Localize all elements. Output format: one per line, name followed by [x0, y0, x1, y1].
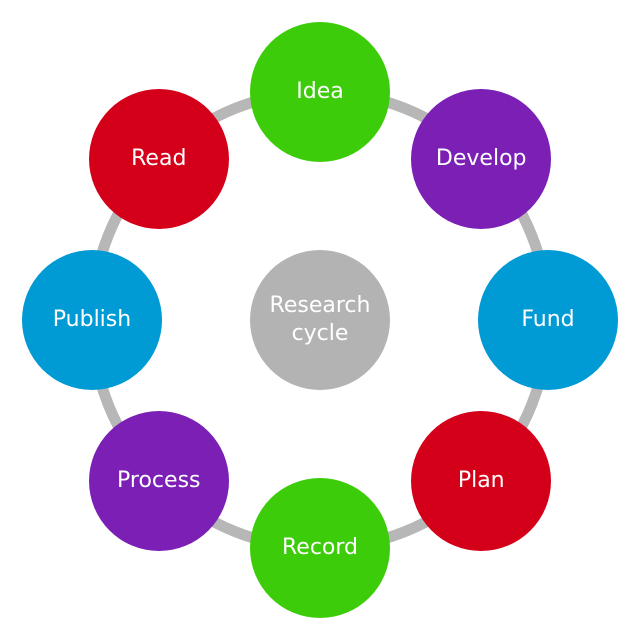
cycle-node-fund: Fund: [478, 250, 618, 390]
center-label-line1: Research: [269, 293, 371, 318]
cycle-node-publish: Publish: [22, 250, 162, 390]
cycle-node-process: Process: [88, 411, 229, 552]
cycle-node-record: Record: [250, 478, 390, 618]
center-node-research-cycle: Research cycle: [250, 250, 390, 390]
cycle-node-label: Publish: [52, 307, 132, 332]
cycle-node-label: Record: [281, 535, 358, 560]
cycle-node-label: Read: [131, 145, 187, 171]
center-label-line2: cycle: [291, 321, 349, 346]
cycle-node-read: Read: [88, 88, 229, 229]
cycle-node-label: Develop: [435, 145, 527, 171]
cycle-node-label: Idea: [296, 79, 344, 104]
cycle-node-idea: Idea: [250, 22, 390, 162]
cycle-node-label: Plan: [457, 468, 505, 494]
cycle-node-label: Fund: [521, 307, 575, 332]
cycle-node-develop: Develop: [411, 88, 552, 229]
cycle-node-label: Process: [117, 468, 201, 494]
cycle-node-plan: Plan: [411, 411, 552, 552]
